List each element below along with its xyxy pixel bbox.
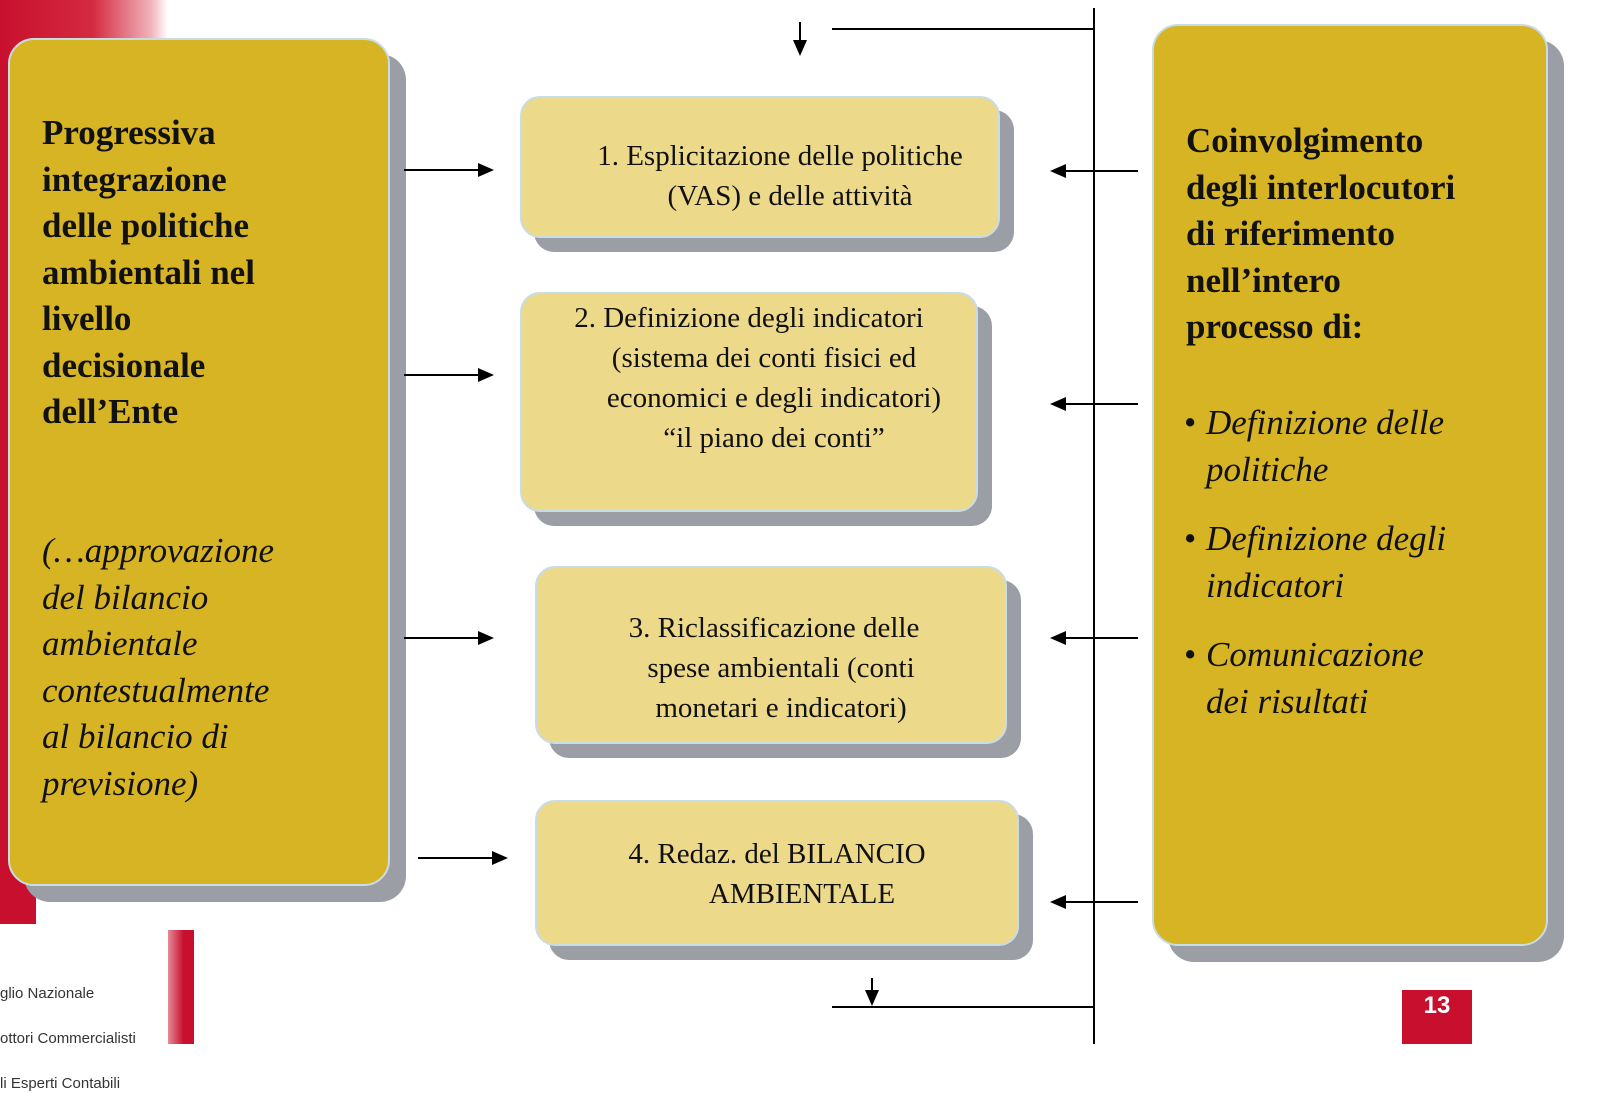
left-title-line: delle politiche: [42, 206, 250, 245]
organization-logo-text: glio Nazionale ottori Commercialisti li …: [0, 956, 136, 1106]
step-box-3: 3. Riclassificazione delle spese ambient…: [535, 566, 1007, 744]
right-title-line: Coinvolgimento: [1186, 121, 1424, 160]
right-arrow-line-3: [1064, 637, 1138, 639]
right-arrow-icon: [478, 163, 494, 177]
left-box-title: Progressiva integrazione delle politiche…: [42, 110, 362, 436]
left-title-line: integrazione: [42, 159, 227, 199]
step-4-line: AMBIENTALE: [708, 878, 896, 910]
right-stakeholder-box: Coinvolgimento degli interlocutori di ri…: [1152, 24, 1548, 946]
left-arrow-icon: [1050, 895, 1066, 909]
right-title-line: nell’intero: [1186, 260, 1341, 300]
step-box-1: 1. Esplicitazione delle politiche (VAS) …: [520, 96, 1000, 238]
top-feedback-line: [832, 28, 1094, 30]
top-down-arrow-icon: [793, 40, 807, 56]
right-title-line: degli interlocutori: [1186, 167, 1456, 207]
left-integration-box: Progressiva integrazione delle politiche…: [8, 38, 390, 886]
bullet-dot-icon: •: [1184, 635, 1197, 674]
brand-red-bar-bottom: [168, 930, 194, 1044]
bullet-line: dei risultati: [1206, 681, 1369, 721]
right-arrow-line-4: [1064, 901, 1138, 903]
step-2-line: 2. Definizione degli indicatori: [574, 302, 924, 334]
left-note-line: ambientale: [42, 624, 198, 663]
left-title-line: livello: [42, 299, 132, 338]
bullet-line: Comunicazione: [1206, 635, 1424, 674]
org-line: li Esperti Contabili: [0, 1075, 121, 1092]
step-3-line: spese ambientali (conti: [647, 652, 915, 684]
vertical-feedback-line: [1093, 8, 1095, 1044]
right-arrow-line-2: [1064, 403, 1138, 405]
right-arrow-icon: [478, 368, 494, 382]
bullet-line: Definizione degli: [1206, 519, 1447, 558]
left-arrow-icon: [1050, 164, 1066, 178]
right-title-line: di riferimento: [1186, 214, 1395, 253]
step-1-line: (VAS) e delle attività: [667, 180, 913, 212]
left-title-line: ambientali nel: [42, 252, 255, 292]
left-title-line: decisionale: [42, 345, 206, 385]
step-box-4: 4. Redaz. del BILANCIO AMBIENTALE: [535, 800, 1019, 946]
step-1-line: 1. Esplicitazione delle politiche: [597, 140, 963, 172]
step-2-line: (sistema dei conti fisici ed: [611, 342, 917, 374]
step-3-line: 3. Riclassificazione delle: [628, 612, 920, 644]
bullet-line: Definizione delle: [1206, 403, 1445, 442]
right-arrow-line-1: [1064, 170, 1138, 172]
left-arrow-line-2: [404, 374, 480, 376]
org-line: glio Nazionale: [0, 985, 95, 1002]
left-note-line: al bilancio di: [42, 717, 229, 756]
bullet-line: politiche: [1206, 449, 1329, 489]
bottom-down-stem: [871, 978, 873, 992]
top-down-stem: [799, 22, 801, 42]
right-title-line: processo di:: [1186, 307, 1364, 346]
bullet-line: indicatori: [1206, 565, 1345, 605]
bullet-item: • Definizione degli indicatori: [1184, 516, 1534, 609]
step-2-line: “il piano dei conti”: [663, 422, 885, 454]
process-bullet-list: • Definizione delle politiche • Definizi…: [1184, 400, 1534, 748]
left-title-line: dell’Ente: [42, 392, 179, 431]
step-2-line: economici e degli indicatori): [606, 382, 942, 414]
bullet-dot-icon: •: [1184, 403, 1197, 442]
bottom-down-arrow-icon: [865, 990, 879, 1006]
bottom-feedback-line: [832, 1006, 1094, 1008]
step-4-line: 4. Redaz. del BILANCIO: [628, 838, 926, 870]
left-note-line: (…approvazione: [42, 531, 275, 570]
right-arrow-icon: [478, 631, 494, 645]
org-line: ottori Commercialisti: [0, 1030, 136, 1047]
bullet-dot-icon: •: [1184, 519, 1197, 558]
left-arrow-line-1: [404, 169, 480, 171]
step-box-2: 2. Definizione degli indicatori (sistema…: [520, 292, 978, 512]
left-title-line: Progressiva: [42, 113, 216, 152]
left-note-line: del bilancio: [42, 577, 209, 617]
left-arrow-line-4: [418, 857, 494, 859]
left-note-line: previsione): [42, 763, 199, 803]
left-arrow-icon: [1050, 631, 1066, 645]
step-3-line: monetari e indicatori): [655, 692, 907, 724]
left-arrow-line-3: [404, 637, 480, 639]
bullet-item: • Definizione delle politiche: [1184, 400, 1534, 493]
left-note-line: contestualmente: [42, 670, 270, 710]
left-arrow-icon: [1050, 397, 1066, 411]
right-arrow-icon: [492, 851, 508, 865]
left-box-note: (…approvazione del bilancio ambientale c…: [42, 528, 372, 807]
bullet-item: • Comunicazione dei risultati: [1184, 632, 1534, 725]
page-number: 13: [1402, 990, 1472, 1044]
right-box-title: Coinvolgimento degli interlocutori di ri…: [1186, 118, 1526, 351]
